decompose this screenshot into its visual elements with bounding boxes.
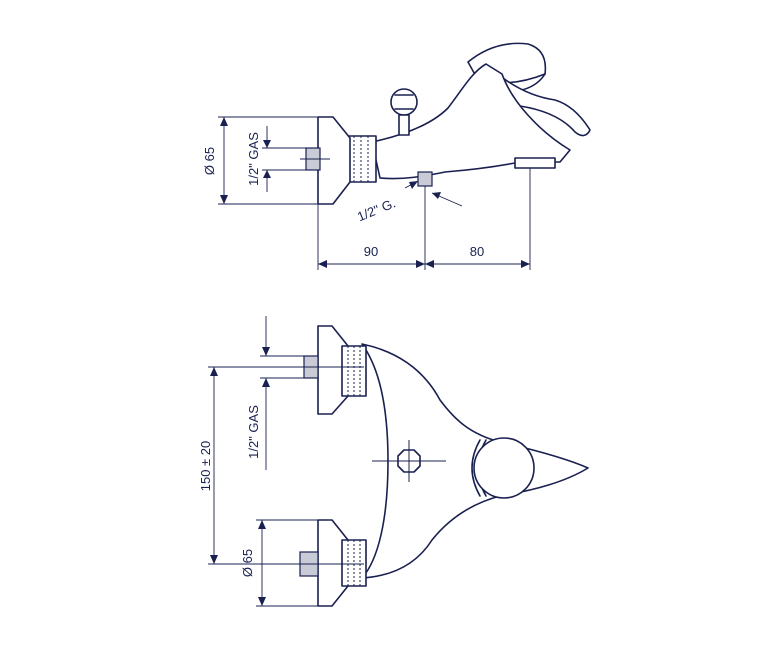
- mixer-body: [371, 63, 571, 180]
- diverter-knob: [390, 88, 418, 136]
- center-distance-label: 150 ± 20: [198, 441, 213, 492]
- side-diameter-label: Ø 65: [202, 147, 217, 175]
- side-length-dimensions: 90 80: [317, 168, 531, 270]
- side-view: Ø 65 1/2" GAS 1/2" G. 90 80: [202, 42, 591, 270]
- dim-right-label: 80: [470, 244, 484, 259]
- wall-rosette: [317, 116, 351, 205]
- side-thread-label: 1/2" GAS: [246, 132, 261, 186]
- top-diameter-dimension: Ø 65: [240, 519, 318, 607]
- top-view: 150 ± 20 1/2" GAS Ø 65: [198, 316, 589, 607]
- top-diverter-knob: [372, 440, 446, 482]
- top-thread-label: 1/2" GAS: [246, 405, 261, 459]
- outlet-thread-dimension: 1/2" G.: [355, 180, 463, 224]
- threaded-collar: [347, 135, 377, 183]
- side-diameter-dimension: Ø 65: [202, 116, 318, 205]
- side-thread-dimension: 1/2" GAS: [246, 126, 306, 192]
- top-thread-dimension: 1/2" GAS: [246, 316, 304, 470]
- lever-handle: [471, 437, 535, 499]
- outlet-thread-label: 1/2" G.: [355, 195, 398, 224]
- outlet-connector: [417, 171, 433, 187]
- top-upper-inlet: [294, 325, 367, 415]
- top-lower-inlet: [294, 519, 367, 607]
- center-distance-dimension: 150 ± 20: [198, 366, 304, 565]
- dim-left-label: 90: [364, 244, 378, 259]
- top-diameter-label: Ø 65: [240, 549, 255, 577]
- spout-outlet: [514, 157, 556, 169]
